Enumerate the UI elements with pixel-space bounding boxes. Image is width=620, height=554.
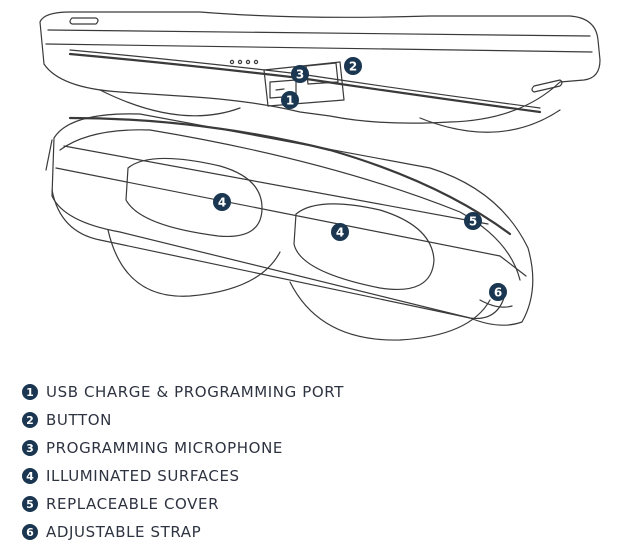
callout-4-right: 4 — [331, 223, 349, 241]
svg-text:1: 1 — [286, 94, 294, 108]
callout-6: 6 — [489, 283, 507, 301]
strap — [45, 139, 513, 320]
svg-text:6: 6 — [494, 286, 502, 300]
legend-label: PROGRAMMING MICROPHONE — [46, 439, 283, 457]
legend-label: ILLUMINATED SURFACES — [46, 467, 240, 485]
legend-label: USB CHARGE & PROGRAMMING PORT — [46, 383, 344, 401]
legend-badge: 3 — [22, 440, 38, 456]
legend-item-adjustable-strap: 6 ADJUSTABLE STRAP — [22, 518, 344, 546]
legend-item-usb-port: 1 USB CHARGE & PROGRAMMING PORT — [22, 378, 344, 406]
svg-text:2: 2 — [349, 60, 357, 74]
mask-eyecup-left — [107, 157, 281, 297]
mask-eyecup-right — [289, 203, 491, 341]
svg-text:3: 3 — [296, 68, 304, 82]
legend-item-button: 2 BUTTON — [22, 406, 344, 434]
mask-body — [51, 113, 534, 326]
legend-badge: 1 — [22, 384, 38, 400]
legend-item-illuminated-surfaces: 4 ILLUMINATED SURFACES — [22, 462, 344, 490]
legend-badge: 2 — [22, 412, 38, 428]
legend-label: ADJUSTABLE STRAP — [46, 523, 202, 541]
legend-label: REPLACEABLE COVER — [46, 495, 220, 513]
callout-2: 2 — [344, 57, 362, 75]
callout-1: 1 — [281, 91, 299, 109]
legend-item-microphone: 3 PROGRAMMING MICROPHONE — [22, 434, 344, 462]
callout-3: 3 — [291, 65, 309, 83]
svg-text:4: 4 — [336, 226, 344, 240]
legend: 1 USB CHARGE & PROGRAMMING PORT 2 BUTTON… — [22, 378, 344, 546]
legend-item-replaceable-cover: 5 REPLACEABLE COVER — [22, 490, 344, 518]
legend-badge: 6 — [22, 524, 38, 540]
legend-badge: 5 — [22, 496, 38, 512]
legend-label: BUTTON — [46, 411, 112, 429]
control-module — [229, 59, 345, 107]
callout-5: 5 — [464, 212, 482, 230]
svg-text:5: 5 — [469, 215, 477, 229]
callout-4-left: 4 — [213, 193, 231, 211]
svg-text:4: 4 — [218, 196, 226, 210]
device-illustration: 1 2 3 4 4 5 6 — [39, 11, 601, 341]
legend-badge: 4 — [22, 468, 38, 484]
